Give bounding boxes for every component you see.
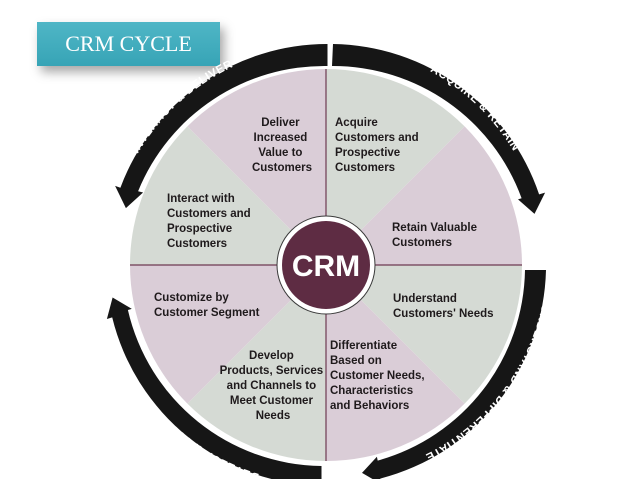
segment-customize-segment: Customize by Customer Segment <box>154 292 260 319</box>
arrow-ring <box>106 43 546 479</box>
segment-differentiate: Differentiate Based on Customer Needs, C… <box>330 340 428 412</box>
segment-wedge-5 <box>187 265 326 461</box>
arrow-interact-deliver <box>115 43 328 209</box>
segment-wedge-8 <box>187 69 326 265</box>
title-box: CRM CYCLE <box>37 22 220 66</box>
segment-wedge-7 <box>129 126 326 266</box>
page-title: CRM CYCLE <box>65 31 192 56</box>
segment-develop-products: Develop Products, Services and Channels … <box>220 350 327 422</box>
arrow-develop-customize <box>106 297 322 479</box>
arrow-acquire-retain <box>332 44 546 214</box>
segment-wedge-1 <box>326 69 465 265</box>
segment-deliver-value: Deliver Increased Value to Customers <box>252 117 312 174</box>
cycle-disc <box>129 69 522 461</box>
segment-wedge-4 <box>326 265 465 461</box>
arrow-understand-differentiate <box>362 270 546 479</box>
segment-wedge-3 <box>326 265 522 404</box>
segment-wedge-2 <box>326 126 522 266</box>
segment-acquire-customers: Acquire Customers and Prospective Custom… <box>335 117 422 174</box>
center-hub: CRM <box>276 215 376 315</box>
segment-understand-needs: Understand Customers' Needs <box>393 293 494 320</box>
segment-wedge-6 <box>130 265 326 404</box>
segment-retain-customers: Retain Valuable Customers <box>392 222 480 249</box>
segment-interact-customers: Interact with Customers and Prospective … <box>167 193 254 250</box>
center-label: CRM <box>292 250 360 283</box>
